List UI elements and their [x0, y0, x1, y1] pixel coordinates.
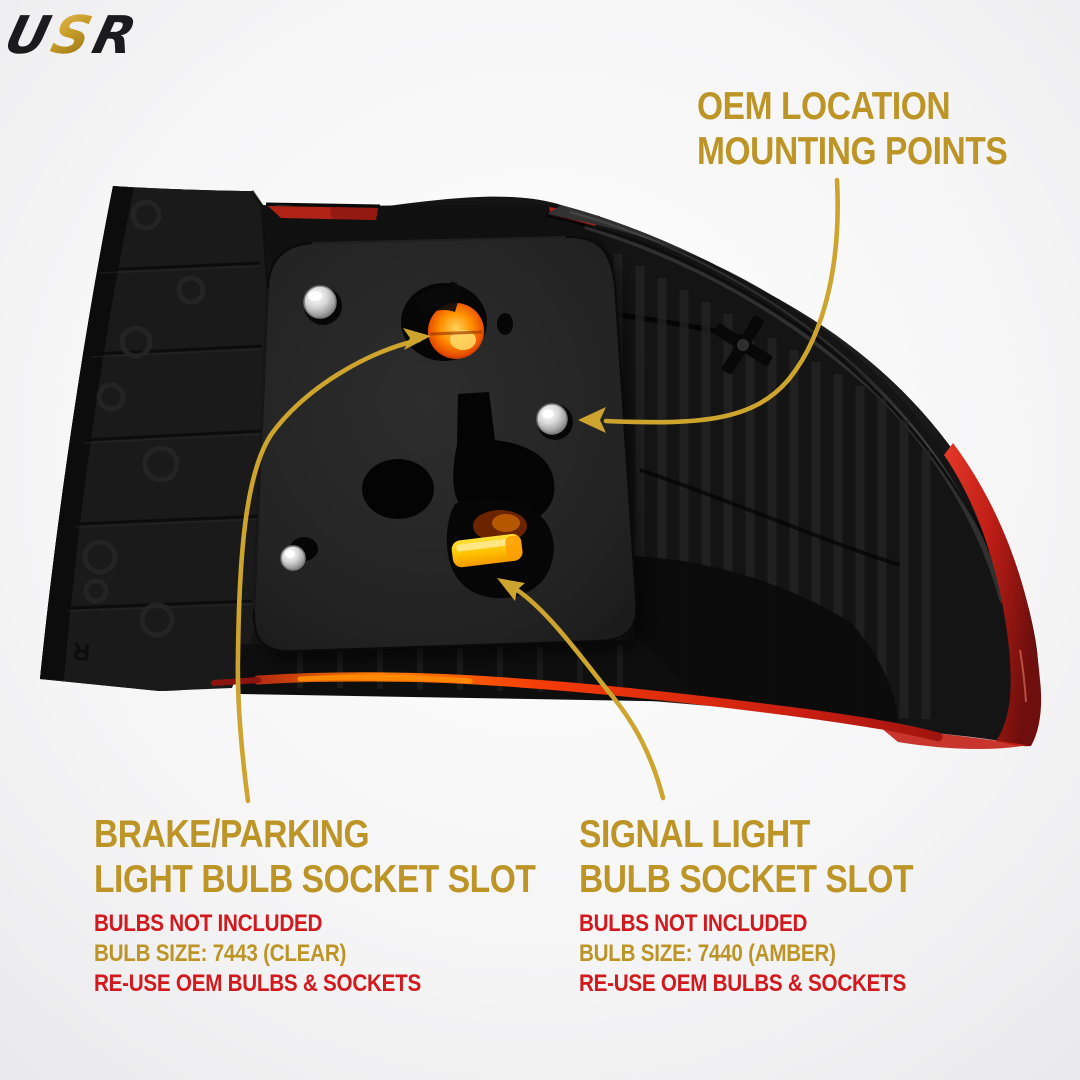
- mounting-stud-top-left: [303, 285, 342, 325]
- brand-logo: USR: [0, 6, 146, 66]
- callout-arrows: [235, 177, 840, 804]
- arrowheads: [403, 328, 606, 601]
- housing-left-panel: R: [40, 186, 270, 691]
- signal-callout-notes: BULBS NOT INCLUDED BULB SIZE: 7440 (AMBE…: [579, 909, 913, 999]
- brake-callout-notes: BULBS NOT INCLUDED BULB SIZE: 7443 (CLEA…: [94, 909, 535, 999]
- brake-socket-hole: [401, 281, 487, 361]
- oem-callout-heading: OEM LOCATION MOUNTING POINTS: [697, 84, 1008, 174]
- callout-oem: OEM LOCATION MOUNTING POINTS: [697, 84, 1008, 174]
- oem-arrow: [603, 177, 840, 425]
- oem-arrowhead: [578, 407, 606, 433]
- oem-line-2: MOUNTING POINTS: [697, 130, 1008, 173]
- signal-arrow: [514, 587, 666, 801]
- brake-note-bulbs-not-included: BULBS NOT INCLUDED: [94, 910, 323, 937]
- mounting-stud-middle-right: [536, 403, 573, 440]
- signal-heading-line-1: SIGNAL LIGHT: [579, 813, 810, 856]
- signal-socket-slot: [446, 498, 554, 599]
- plate-oval-hole: [362, 459, 434, 519]
- callout-brake: BRAKE/PARKING LIGHT BULB SOCKET SLOT BUL…: [94, 812, 536, 999]
- housing-shadow-pocket: [628, 556, 898, 722]
- signal-callout-heading: SIGNAL LIGHT BULB SOCKET SLOT: [579, 812, 914, 902]
- brake-arrowhead: [403, 328, 431, 350]
- molded-letter-r: R: [72, 637, 92, 665]
- brake-callout-heading: BRAKE/PARKING LIGHT BULB SOCKET SLOT: [94, 812, 536, 902]
- brake-note-reuse: RE-USE OEM BULBS & SOCKETS: [94, 970, 422, 997]
- signal-heading-line-2: BULB SOCKET SLOT: [579, 858, 914, 901]
- lens-bottom-stripe: [211, 670, 943, 742]
- brake-heading-line-1: BRAKE/PARKING: [94, 813, 370, 856]
- callout-signal: SIGNAL LIGHT BULB SOCKET SLOT BULBS NOT …: [579, 812, 914, 999]
- signal-note-bulb-size: BULB SIZE: 7440 (AMBER): [579, 940, 836, 967]
- plate-small-hole: [497, 313, 513, 335]
- signal-note-reuse: RE-USE OEM BULBS & SOCKETS: [579, 970, 907, 997]
- plate-keyhole-cutout: [453, 392, 555, 525]
- signal-note-bulbs-not-included: BULBS NOT INCLUDED: [579, 910, 808, 937]
- oem-line-1: OEM LOCATION: [697, 85, 951, 128]
- cross-clip: [713, 315, 773, 375]
- brake-heading-line-2: LIGHT BULB SOCKET SLOT: [94, 858, 536, 901]
- signal-arrowhead: [497, 578, 525, 601]
- molded-circles: [82, 199, 206, 638]
- brake-note-bulb-size: BULB SIZE: 7443 (CLEAR): [94, 940, 347, 967]
- brake-arrow: [235, 337, 422, 804]
- mounting-stud-bottom-left: [280, 537, 318, 571]
